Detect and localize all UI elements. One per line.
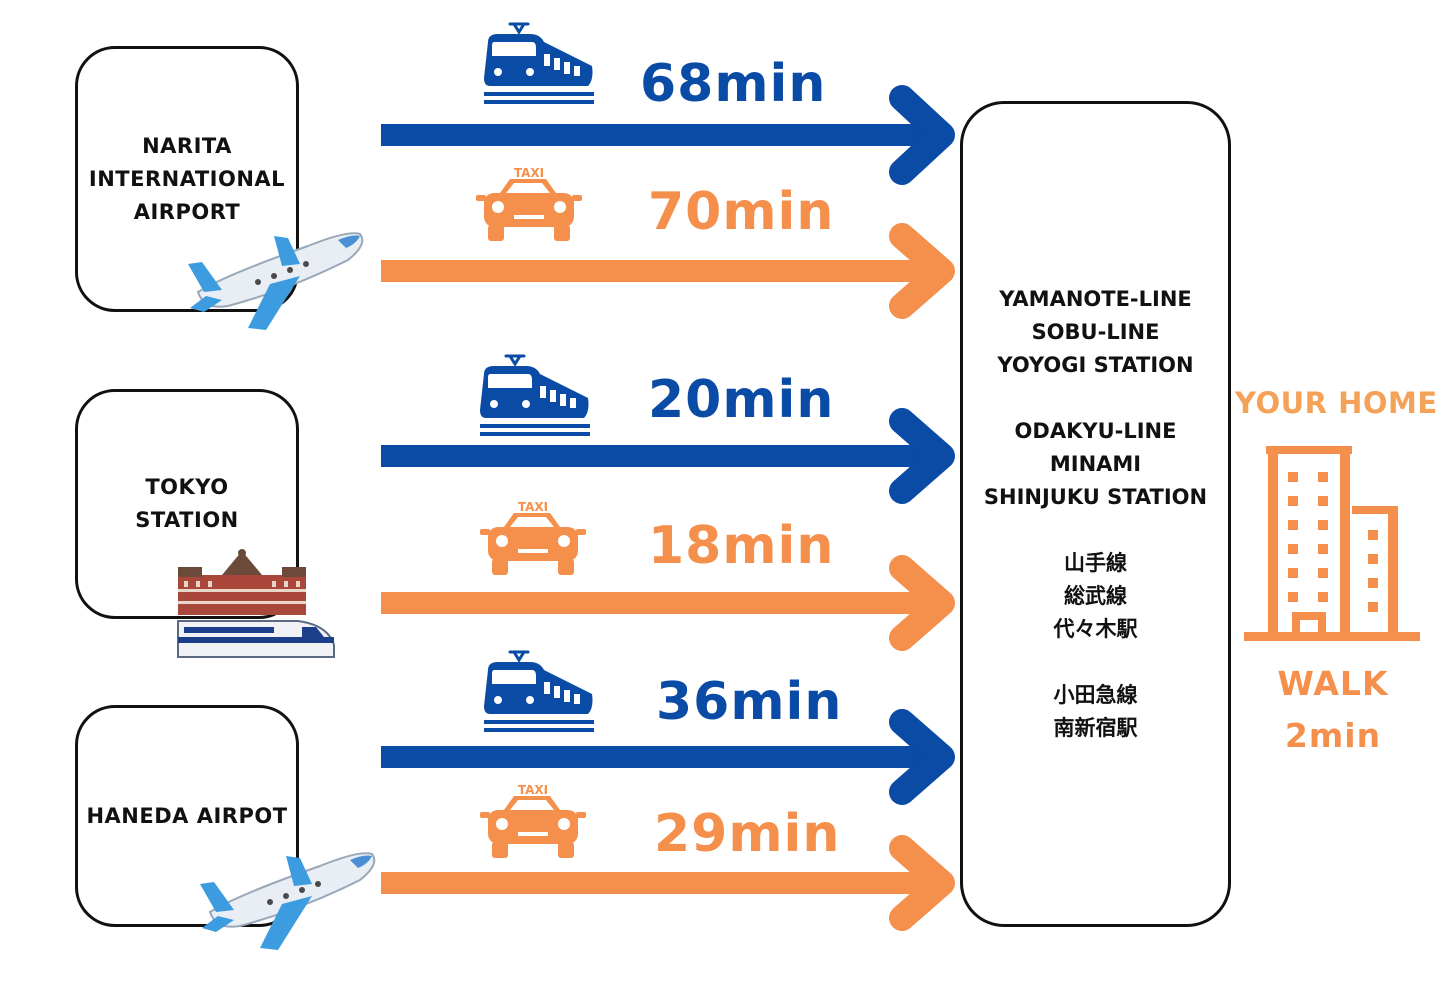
station-info-box: YAMANOTE-LINE SOBU-LINE YOYOGI STATION O… — [960, 101, 1231, 927]
arrow-tokyo-train — [381, 408, 955, 504]
train-icon — [482, 22, 596, 106]
destination-title: YOUR HOME — [1235, 386, 1438, 420]
station-line: MINAMI — [1049, 452, 1142, 476]
station-line: YOYOGI STATION — [997, 353, 1194, 377]
walk-label: WALK — [1277, 664, 1389, 703]
travel-time-haneda-taxi: 29min — [654, 804, 841, 864]
station-line: ODAKYU-LINE — [1014, 419, 1177, 443]
origin-label-line: TOKYO — [145, 475, 229, 499]
taxi-badge: TAXI — [514, 166, 544, 180]
travel-time-tokyo-taxi: 18min — [648, 516, 835, 576]
travel-time-tokyo-train: 20min — [648, 370, 835, 430]
origin-label-line: NARITA — [142, 133, 232, 158]
arrow-haneda-taxi — [381, 835, 955, 931]
tokyo-station-icon — [177, 549, 335, 658]
train-icon — [482, 650, 596, 734]
origin-label-line: HANEDA AIRPOT — [86, 803, 288, 828]
station-line: SHINJUKU STATION — [983, 485, 1208, 509]
airplane-icon — [187, 232, 364, 331]
station-line: 小田急線 — [1053, 683, 1138, 707]
travel-time-narita-taxi: 70min — [648, 182, 835, 242]
taxi-badge: TAXI — [518, 783, 548, 797]
origin-label-line: STATION — [135, 508, 239, 532]
station-line: 総武線 — [1064, 584, 1127, 608]
arrow-narita-taxi — [381, 223, 955, 319]
station-line: 山手線 — [1064, 551, 1127, 575]
origin-label-line: AIRPORT — [133, 199, 241, 224]
taxi-badge: TAXI — [518, 500, 548, 514]
airplane-icon — [199, 852, 376, 951]
train-icon — [478, 354, 592, 438]
building-icon — [1244, 446, 1420, 641]
arrow-haneda-train — [381, 709, 955, 805]
station-line: SOBU-LINE — [1031, 320, 1160, 344]
walk-time: 2min — [1284, 716, 1382, 755]
travel-time-haneda-train: 36min — [656, 672, 843, 732]
station-line: 代々木駅 — [1053, 617, 1138, 641]
station-line: 南新宿駅 — [1053, 716, 1138, 740]
arrow-narita-train — [381, 85, 955, 185]
arrow-tokyo-taxi — [381, 555, 955, 651]
travel-time-narita-train: 68min — [640, 54, 827, 114]
station-line: YAMANOTE-LINE — [999, 287, 1192, 311]
origin-label-line: INTERNATIONAL — [88, 166, 286, 191]
